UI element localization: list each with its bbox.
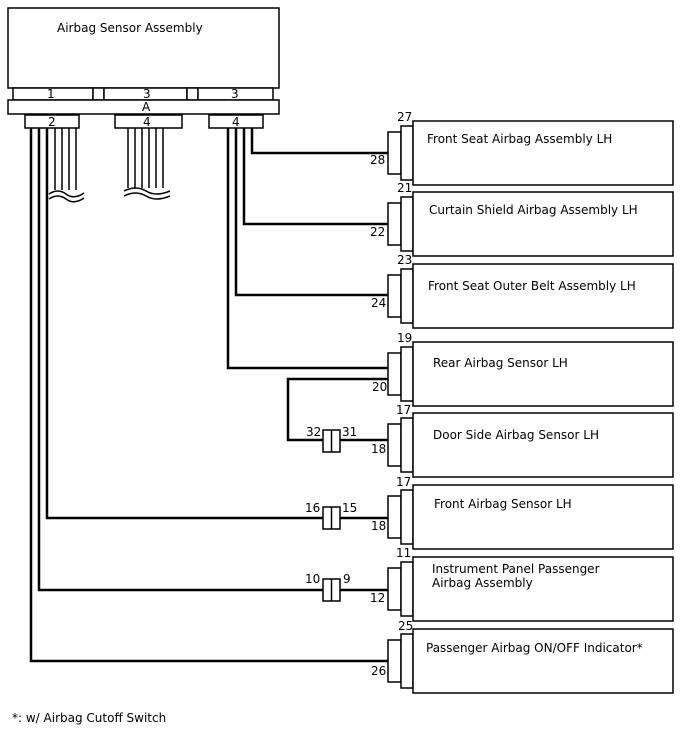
- component-rear-airbag-sensor: 19 20 Rear Airbag Sensor LH: [372, 331, 674, 407]
- component-label: Front Airbag Sensor LH: [434, 497, 572, 511]
- wire-front-airbag-sensor: [45, 128, 388, 520]
- component-front-seat-airbag: 27 28 Front Seat Airbag Assembly LH: [370, 110, 674, 186]
- junction-pin-right: 31: [342, 425, 357, 439]
- airbag-sensor-assembly: Airbag Sensor Assembly 1 3 3 A 2 4 4: [7, 7, 280, 129]
- component-label: Front Seat Outer Belt Assembly LH: [428, 279, 636, 293]
- truncated-wires-middle: [123, 128, 171, 200]
- wire-passenger-airbag-indicator: [29, 128, 388, 663]
- junction-pin-right: 9: [343, 572, 351, 586]
- junction-pin-left: 16: [305, 501, 320, 515]
- junction-pin-right: 15: [342, 501, 357, 515]
- component-label-line2: Airbag Assembly: [432, 576, 533, 590]
- pin-label-bottom: 22: [370, 225, 385, 239]
- ecu-pin-label: 4: [232, 115, 240, 129]
- ecu-pin-label: 3: [143, 87, 151, 101]
- pin-label-bottom: 26: [371, 664, 386, 678]
- junction-pin-left: 10: [305, 572, 320, 586]
- wire-front-seat-outer-belt: [234, 128, 388, 297]
- component-passenger-airbag-indicator: 25 26 Passenger Airbag ON/OFF Indicator*: [371, 619, 674, 694]
- pin-label-bottom: 28: [370, 153, 385, 167]
- component-front-airbag-sensor: 17 18 Front Airbag Sensor LH: [371, 475, 674, 550]
- junction-connector: 32 31: [306, 425, 357, 453]
- ecu-title: Airbag Sensor Assembly: [57, 21, 203, 35]
- component-curtain-shield-airbag: 21 22 Curtain Shield Airbag Assembly LH: [370, 181, 674, 257]
- pin-label-top: 19: [397, 331, 412, 345]
- junction-pin-left: 32: [306, 425, 321, 439]
- component-label: Passenger Airbag ON/OFF Indicator*: [426, 641, 643, 655]
- component-label: Door Side Airbag Sensor LH: [433, 428, 599, 442]
- pin-label-bottom: 20: [372, 380, 387, 394]
- pin-label-bottom: 12: [370, 591, 385, 605]
- ecu-pin-label: 3: [231, 87, 239, 101]
- pin-label-top: 11: [396, 546, 411, 560]
- pin-label-top: 27: [397, 110, 412, 124]
- pin-label-bottom: 18: [371, 442, 386, 456]
- wire-curtain-shield-airbag: [242, 128, 388, 226]
- component-label: Instrument Panel Passenger: [432, 562, 600, 576]
- wire-rear-airbag-sensor: [226, 128, 388, 370]
- pin-label-top: 23: [397, 253, 412, 267]
- pin-label-bottom: 18: [371, 519, 386, 533]
- component-door-side-airbag-sensor: 17 18 Door Side Airbag Sensor LH: [371, 403, 674, 478]
- pin-label-top: 17: [396, 403, 411, 417]
- component-front-seat-outer-belt: 23 24 Front Seat Outer Belt Assembly LH: [371, 253, 674, 329]
- footnote: *: w/ Airbag Cutoff Switch: [12, 711, 166, 725]
- connector-letter: A: [142, 100, 151, 114]
- pin-label-top: 25: [398, 619, 413, 633]
- ecu-pin-label: 2: [48, 115, 56, 129]
- junction-connector: 10 9: [305, 572, 351, 602]
- pin-label-top: 17: [396, 475, 411, 489]
- truncated-wires-left: [48, 128, 85, 203]
- ecu-pin-label: 1: [47, 87, 55, 101]
- component-instrument-panel-passenger-airbag: 11 12 Instrument Panel Passenger Airbag …: [370, 546, 674, 622]
- component-label: Rear Airbag Sensor LH: [433, 356, 568, 370]
- ecu-pin-label: 4: [143, 115, 151, 129]
- component-label: Curtain Shield Airbag Assembly LH: [429, 203, 638, 217]
- wire-rear-to-door-sensor: [286, 377, 388, 442]
- junction-connector: 16 15: [305, 501, 357, 530]
- pin-label-bottom: 24: [371, 296, 386, 310]
- component-label: Front Seat Airbag Assembly LH: [427, 132, 612, 146]
- wire-front-seat-airbag: [250, 128, 388, 155]
- pin-label-top: 21: [397, 181, 412, 195]
- wire-instrument-panel-airbag: [37, 128, 388, 592]
